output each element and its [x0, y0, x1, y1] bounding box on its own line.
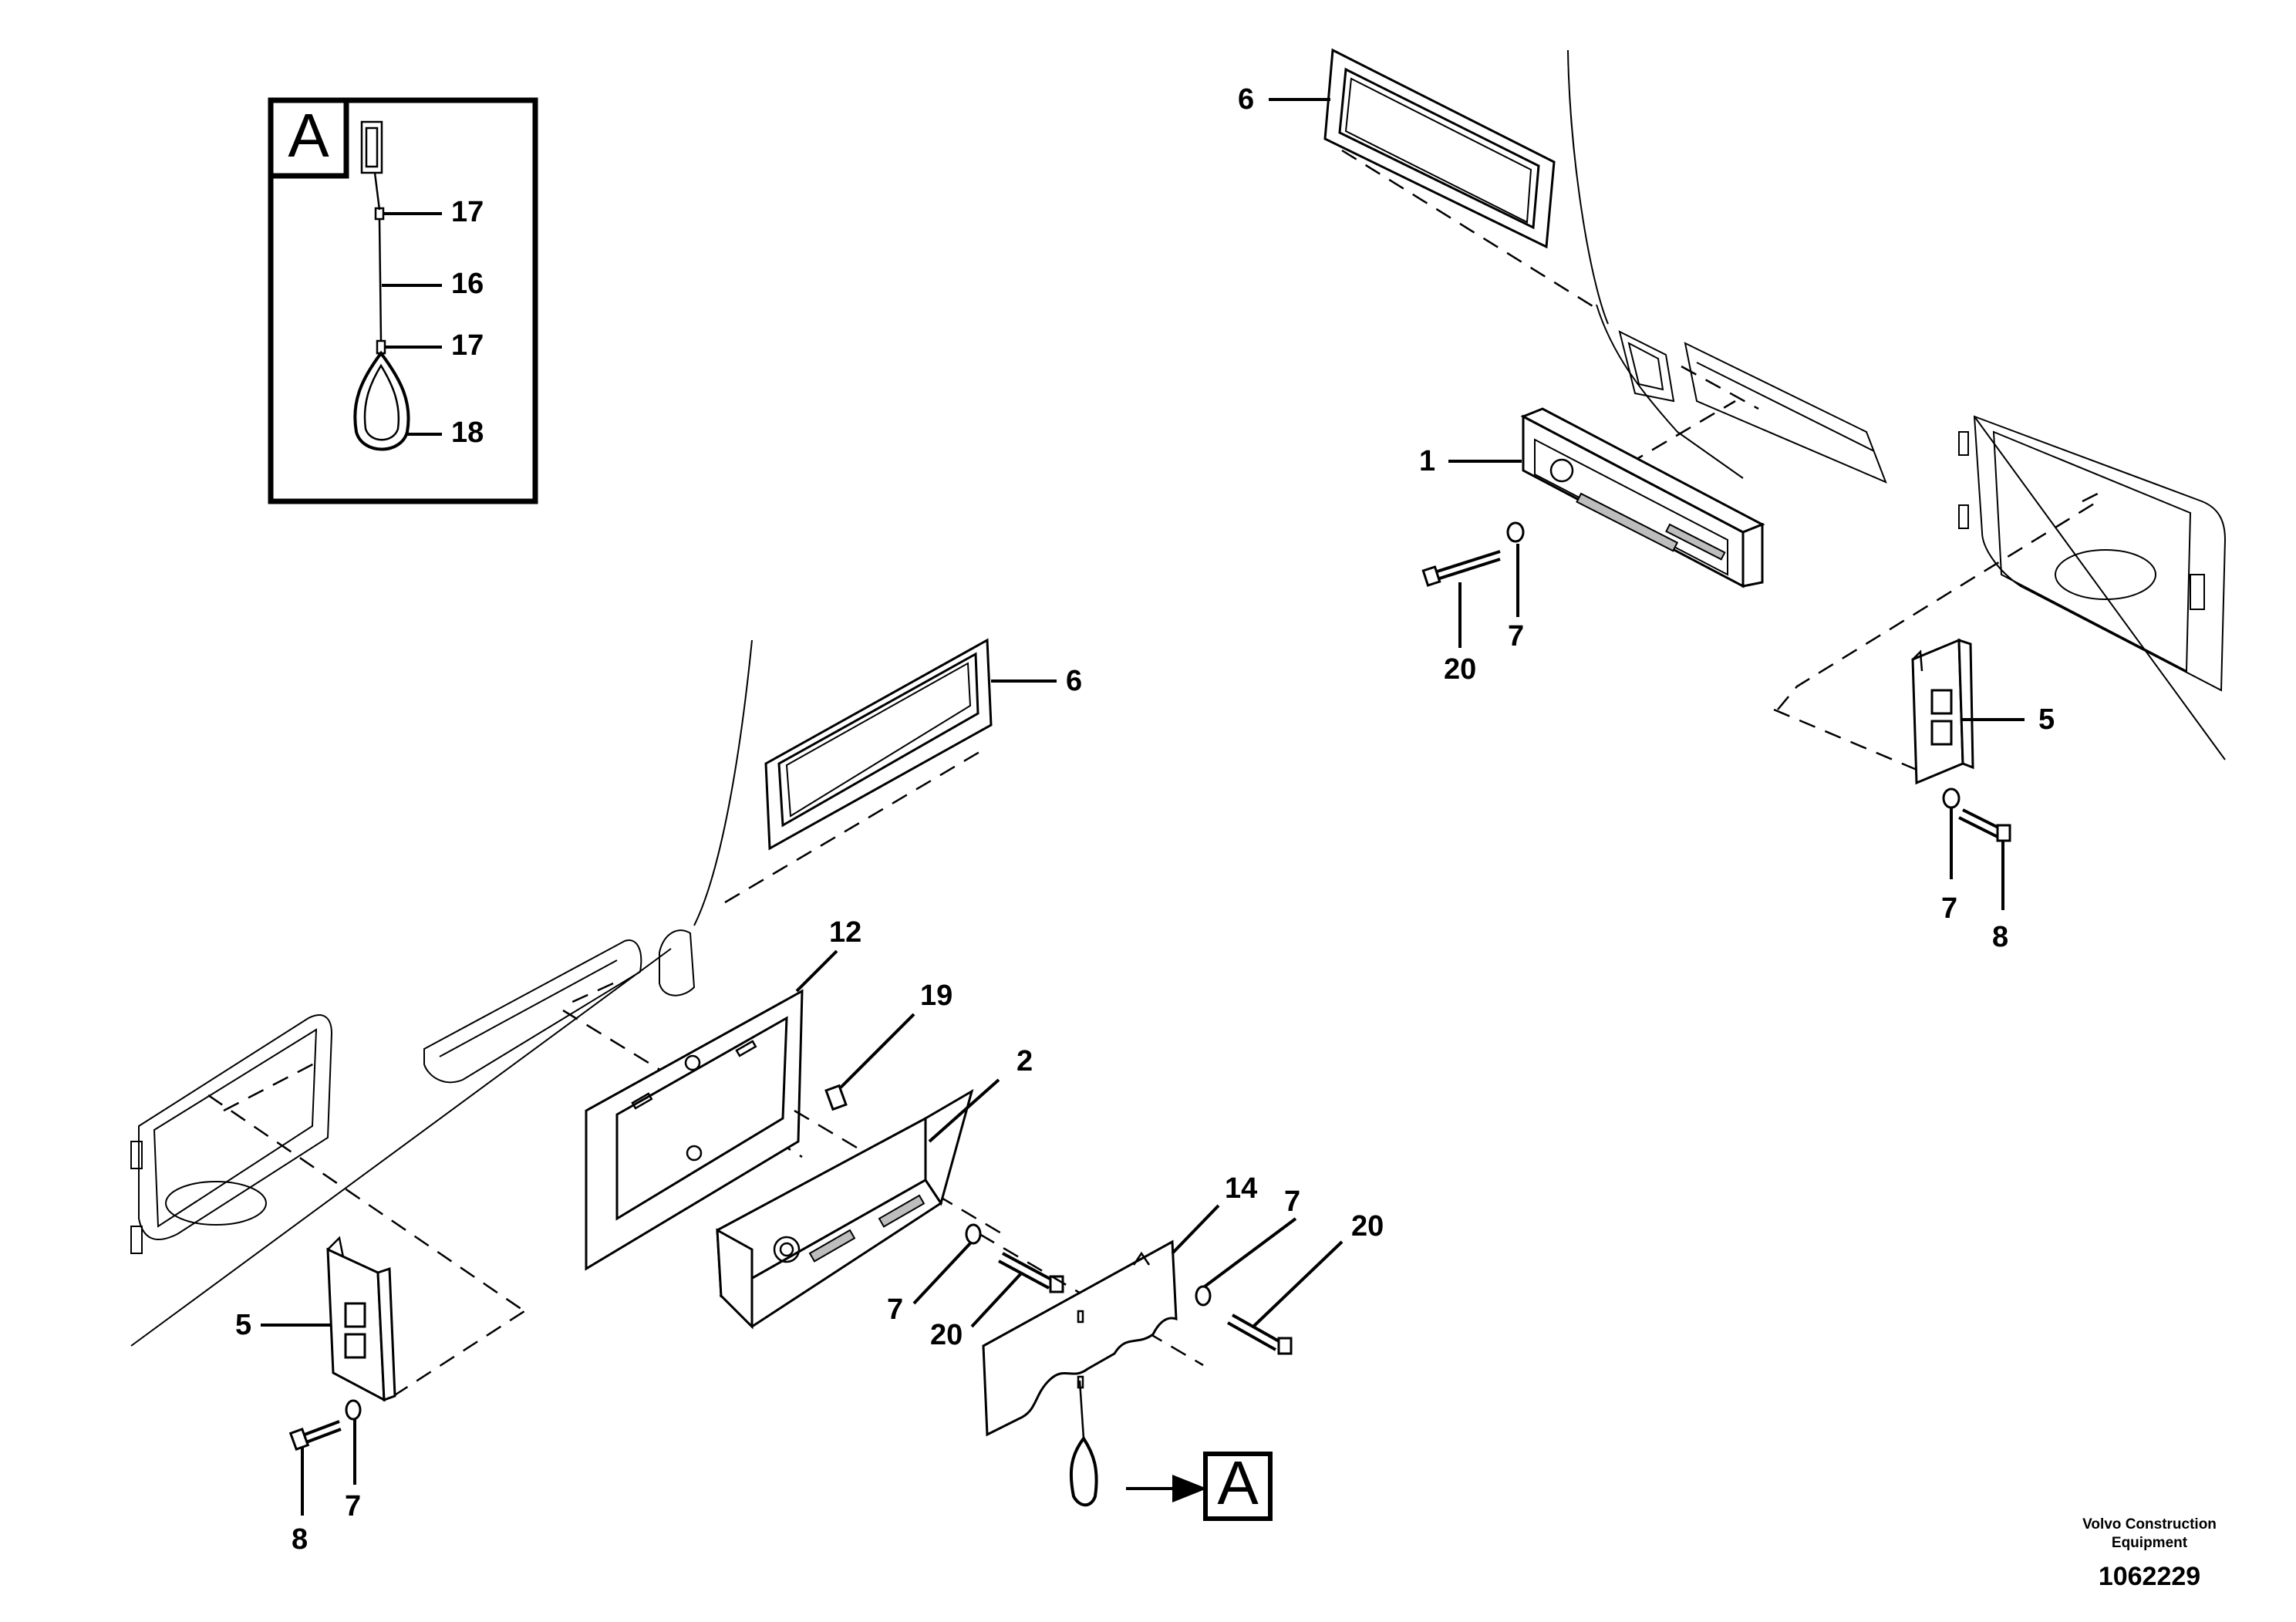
- washer-7-middle: [965, 1223, 982, 1245]
- clip-19: [824, 1084, 848, 1111]
- detail-a-reference: A: [1126, 1448, 1273, 1521]
- credit-company-line2: Equipment: [2111, 1535, 2188, 1551]
- callout-2: 2: [1017, 1045, 1033, 1077]
- publisher-credit: Volvo Construction Equipment 1062229: [2049, 1516, 2250, 1592]
- callout-7-right-upper: 7: [1508, 620, 1524, 653]
- screw-8-left: [288, 1420, 342, 1451]
- callout-7-left: 7: [345, 1490, 361, 1523]
- screw-20-middle: [998, 1252, 1064, 1293]
- callout-12: 12: [829, 916, 861, 949]
- callout-16: 16: [451, 268, 484, 300]
- cab-panel-openings: [1618, 330, 2227, 692]
- storage-tray-left: [716, 1088, 974, 1330]
- washer-7-left: [345, 1399, 362, 1421]
- screw-20-right: [1421, 550, 1501, 587]
- lanyard-cable-icon: [353, 120, 410, 451]
- illustration-reference-number: 1062229: [2098, 1562, 2201, 1591]
- credit-company-line1: Volvo Construction: [2082, 1516, 2217, 1533]
- screw-8-right: [1958, 808, 2011, 842]
- callout-20-middle: 20: [930, 1319, 963, 1351]
- storage-tray-right: [1520, 407, 1765, 588]
- callout-6-top: 6: [1238, 83, 1254, 116]
- callout-20-lower-right: 20: [1351, 1210, 1384, 1243]
- callout-8-left: 8: [292, 1523, 308, 1556]
- cab-panel-openings-left: [130, 929, 696, 1254]
- callout-19: 19: [920, 980, 952, 1012]
- screw-20-lower-right: [1227, 1313, 1293, 1355]
- callout-7-right-lower: 7: [1941, 892, 1957, 925]
- washer-7-right-upper: [1506, 521, 1525, 543]
- callout-7-middle: 7: [887, 1293, 903, 1326]
- gasket-frame-middle: [764, 638, 993, 851]
- bracket-5-left: [326, 1236, 396, 1402]
- washer-7-right-lower: [1942, 787, 1961, 809]
- detail-a-reference-label: A: [1217, 1448, 1259, 1517]
- cover-plate-12: [585, 989, 804, 1271]
- bracket-5-right: [1911, 638, 1974, 785]
- callout-17-upper: 17: [451, 196, 484, 228]
- detail-a-label: A: [288, 101, 329, 170]
- detail-a-inset: A 17 16 17 18: [268, 97, 538, 504]
- washer-7-lower-right: [1195, 1285, 1212, 1307]
- callout-20-right: 20: [1444, 653, 1476, 686]
- callout-5-right: 5: [2038, 703, 2055, 736]
- lanyard-hanging-icon: [1069, 1380, 1098, 1507]
- callout-17-lower: 17: [451, 329, 484, 362]
- callout-1: 1: [1419, 445, 1435, 477]
- right-assembly: 6 1: [1238, 48, 2227, 953]
- left-assembly: 6 12: [130, 638, 1384, 1556]
- callout-5-left: 5: [235, 1309, 251, 1341]
- backing-plate-14: [982, 1239, 1178, 1437]
- callout-8-right: 8: [1992, 921, 2008, 953]
- gasket-frame-top: [1323, 48, 1556, 249]
- callout-18: 18: [451, 416, 484, 449]
- callout-14: 14: [1225, 1172, 1257, 1205]
- callout-6-middle: 6: [1066, 665, 1082, 697]
- callout-7-lower-right: 7: [1284, 1185, 1300, 1218]
